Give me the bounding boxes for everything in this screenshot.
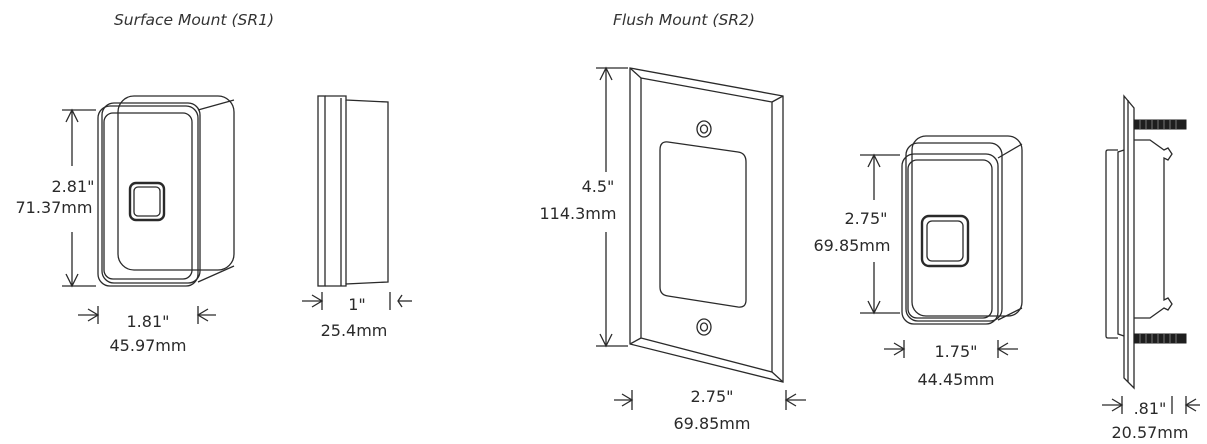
sr2-width-in-label: 1.75" bbox=[935, 342, 978, 361]
plate-height-dimension bbox=[596, 66, 628, 348]
sr1-height-in-label: 2.81" bbox=[52, 177, 95, 196]
sr2-height-in-label: 2.75" bbox=[845, 209, 888, 228]
sr1-height-dimension bbox=[62, 108, 96, 288]
plate-width-mm-label: 69.85mm bbox=[674, 414, 751, 433]
sr1-width-in-label: 1.81" bbox=[127, 312, 170, 331]
sr2-depth-dimension bbox=[1102, 396, 1200, 414]
sr2-front-view bbox=[901, 135, 1023, 325]
lower-screw bbox=[1133, 333, 1187, 344]
sr2-depth-in-label: .81" bbox=[1134, 399, 1167, 418]
sr2-height-mm-label: 69.85mm bbox=[814, 236, 891, 255]
sr1-width-mm-label: 45.97mm bbox=[110, 336, 187, 355]
sr1-depth-mm-label: 25.4mm bbox=[321, 321, 388, 340]
plate-width-dimension bbox=[614, 390, 806, 410]
sr1-width-dimension bbox=[78, 306, 216, 324]
sr2-width-dimension bbox=[884, 340, 1018, 358]
sr1-height-mm-label: 71.37mm bbox=[16, 198, 93, 217]
sr1-side-view bbox=[317, 95, 389, 287]
plate-height-mm-label: 114.3mm bbox=[540, 204, 617, 223]
surface-mount-title: Surface Mount (SR1) bbox=[114, 11, 274, 29]
sr2-height-dimension bbox=[860, 153, 900, 315]
flush-mount-title: Flush Mount (SR2) bbox=[613, 11, 755, 29]
flush-wall-plate bbox=[629, 67, 784, 383]
plate-height-in-label: 4.5" bbox=[582, 177, 615, 196]
upper-screw bbox=[1133, 119, 1187, 130]
sr1-depth-dimension bbox=[302, 292, 412, 310]
sr2-width-mm-label: 44.45mm bbox=[918, 370, 995, 389]
sr2-depth-mm-label: 20.57mm bbox=[1112, 423, 1189, 442]
sr1-depth-in-label: 1" bbox=[348, 295, 366, 314]
plate-width-in-label: 2.75" bbox=[691, 387, 734, 406]
sr2-side-view bbox=[1105, 94, 1187, 390]
sr1-front-view bbox=[97, 95, 235, 287]
